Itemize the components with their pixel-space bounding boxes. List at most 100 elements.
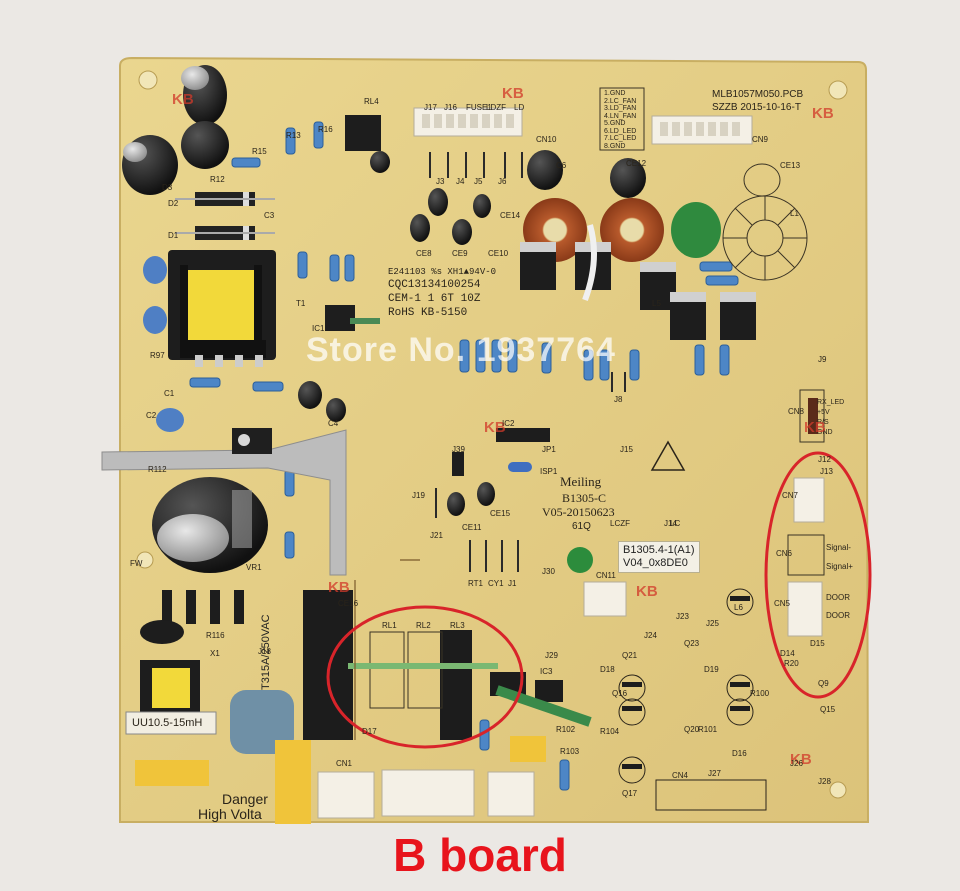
cn8-pin-list: RX_LED +5V R/S GND xyxy=(817,399,844,436)
refdes-label: FW xyxy=(130,559,143,568)
refdes-label: J24 xyxy=(644,631,657,640)
fan-pin: 5.GND xyxy=(604,120,626,127)
refdes-label: R12 xyxy=(210,175,225,184)
refdes-label: J1 xyxy=(508,579,517,588)
refdes-label: IC1 xyxy=(312,324,325,333)
cn8-pin: R/S xyxy=(817,419,829,426)
version-text: V05-20150623 xyxy=(542,505,615,519)
refdes-label: J26 xyxy=(790,759,803,768)
refdes-label: C1 xyxy=(164,389,175,398)
refdes-label: J12 xyxy=(818,455,831,464)
refdes-label: J25 xyxy=(706,619,719,628)
refdes-label: CE13 xyxy=(780,161,801,170)
sticker-line-1: B1305.4-1(A1) xyxy=(623,544,695,556)
refdes-label: Q16 xyxy=(612,689,628,698)
refdes-label: CE10 xyxy=(488,249,509,258)
refdes-label: CY1 xyxy=(488,579,504,588)
maker-text: Meiling xyxy=(560,474,602,489)
refdes-label: J29 xyxy=(545,651,558,660)
refdes-label: J19 xyxy=(412,491,425,500)
refdes-label: D2 xyxy=(168,199,179,208)
refdes-label: LCZF xyxy=(610,519,630,528)
kb-mark: KB xyxy=(804,419,826,436)
pcb-model-text: MLB1057M050.PCB xyxy=(712,89,804,100)
refdes-label: Q17 xyxy=(622,789,638,798)
refdes-label: C2 xyxy=(146,411,157,420)
fan-pin: 3.LD_FAN xyxy=(604,105,637,112)
refdes-label: J4 xyxy=(456,177,465,186)
version-sticker: B1305.4-1(A1) V04_0x8DE0 xyxy=(618,541,700,573)
refdes-label: J14 xyxy=(664,519,677,528)
refdes-label: T1 xyxy=(296,299,306,308)
refdes-label: CE12 xyxy=(626,159,647,168)
connector-tag: CN10 xyxy=(536,135,557,144)
refdes-label: D17 xyxy=(362,727,377,736)
cert-line: E241103 %s XH1▲94V-0 xyxy=(388,267,497,277)
refdes-label: R104 xyxy=(600,727,620,736)
refdes-label: R13 xyxy=(286,131,301,140)
refdes-label: J16 xyxy=(444,103,457,112)
kb-mark: KB xyxy=(812,105,834,122)
refdes-label: R97 xyxy=(150,351,165,360)
refdes-label: J13 xyxy=(820,467,833,476)
kb-mark: KB xyxy=(502,85,524,102)
refdes-label: C6 xyxy=(556,161,567,170)
refdes-label: R102 xyxy=(556,725,576,734)
relay-highlight-ellipse xyxy=(326,605,524,749)
cn6-pin: Signal+ xyxy=(826,562,853,571)
fan-pin-list: 1.GND 2.LC_FAN 3.LD_FAN 4.LN_FAN 5.GND 6… xyxy=(604,90,636,150)
connector-tag: CN6 xyxy=(776,549,793,558)
cert-block: E241103 %s XH1▲94V-0 CQC13134100254 CEM-… xyxy=(388,268,496,319)
kb-mark: KB xyxy=(172,91,194,108)
refdes-label: L1 xyxy=(790,209,799,218)
kb-mark: KB xyxy=(328,579,350,596)
connector-tag: CN11 xyxy=(596,571,616,580)
refdes-label: CE16 xyxy=(338,599,359,608)
refdes-label: J28 xyxy=(818,777,831,786)
refdes-label: IC2 xyxy=(502,419,515,428)
refdes-label: R16 xyxy=(318,125,333,134)
cn5-pin: DOOR xyxy=(826,593,850,602)
refdes-label: FUSE1 xyxy=(466,103,492,112)
refdes-label: R112 xyxy=(148,465,167,474)
refdes-label: RL3 xyxy=(450,621,465,630)
connector-tag: CN5 xyxy=(774,599,791,608)
kb-mark: KB xyxy=(790,751,812,768)
high-voltage-label: High Volta xyxy=(198,806,262,822)
refdes-label: LC xyxy=(670,519,681,528)
cn6-pin: Signal- xyxy=(826,543,851,552)
refdes-label: R103 xyxy=(560,747,580,756)
connector-tag: CN8 xyxy=(788,407,805,416)
refdes-label: CE11 xyxy=(462,523,482,532)
refdes-label: LD xyxy=(514,103,525,112)
board-code-text: B1305-C xyxy=(562,491,607,505)
refdes-label: D1 xyxy=(168,231,179,240)
sticker-line-2: V04_0x8DE0 xyxy=(623,557,688,569)
refdes-label: Q9 xyxy=(818,679,829,688)
refdes-label: RL4 xyxy=(364,97,379,106)
fan-pin: 2.LC_FAN xyxy=(604,97,637,105)
connector-highlight-ellipse xyxy=(764,451,872,699)
refdes-label: R20 xyxy=(784,659,799,668)
cn8-pin: RX_LED xyxy=(817,399,845,406)
connector-tag: CN1 xyxy=(336,759,353,768)
refdes-label: CE8 xyxy=(416,249,432,258)
refdes-label: D15 xyxy=(810,639,825,648)
refdes-label: R15 xyxy=(252,147,267,156)
pcb-date-text: SZZB 2015-10-16-T xyxy=(712,102,801,113)
cert-line: CQC13134100254 xyxy=(388,279,481,291)
refdes-label: CE15 xyxy=(490,509,511,518)
refdes-label: C3 xyxy=(264,211,275,220)
refdes-label: VR1 xyxy=(246,563,262,572)
refdes-label: J21 xyxy=(430,531,443,540)
fan-pin: 6.LD_LED xyxy=(604,127,637,135)
lot-text: 61Q xyxy=(572,521,591,532)
refdes-label: IC3 xyxy=(540,667,553,676)
refdes-label: ISP1 xyxy=(540,467,558,476)
refdes-label: J6 xyxy=(498,177,507,186)
refdes-label: Q20 xyxy=(684,725,700,734)
refdes-label: J39 xyxy=(452,445,465,454)
refdes-label: CE14 xyxy=(500,211,521,220)
refdes-label: RL1 xyxy=(382,621,397,630)
